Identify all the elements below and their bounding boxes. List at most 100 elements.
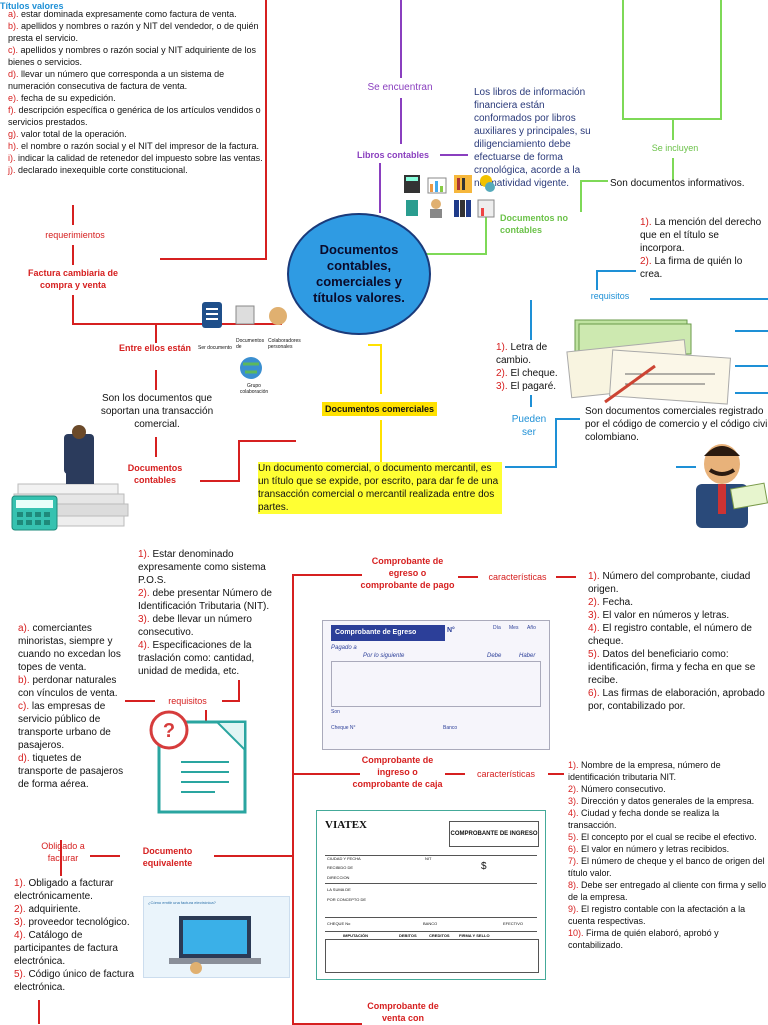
connector-line bbox=[205, 710, 207, 724]
connector-line bbox=[155, 323, 157, 343]
item-text: estar dominada expresamente como factura… bbox=[21, 9, 237, 19]
item-text: debe llevar un número consecutivo. bbox=[138, 614, 252, 638]
icon-label-a: Ser documento bbox=[198, 345, 232, 351]
connector-line bbox=[160, 258, 267, 260]
list-item: 6). El valor en número y letras recibido… bbox=[568, 843, 768, 855]
item-number: 5). bbox=[588, 649, 600, 660]
titulos-requisitos-list: 1). La mención del derecho que en el tít… bbox=[640, 216, 765, 281]
list-item: c). apellidos y nombres o razón social y… bbox=[8, 44, 263, 68]
item-number: 10). bbox=[568, 928, 584, 938]
businessman-books-illustration bbox=[11, 425, 129, 531]
item-text: tiquetes de transporte de pasajeros de f… bbox=[18, 753, 124, 790]
list-item: 1). Número del comprobante, ciudad orige… bbox=[588, 570, 766, 596]
list-item: 2). adquiriente. bbox=[14, 903, 139, 916]
ingreso-form-banco: BANCO bbox=[423, 921, 438, 926]
ingreso-form-creditos: CREDITOS bbox=[429, 933, 450, 938]
list-item: 10). Firma de quién elaboró, aprobó y co… bbox=[568, 927, 768, 951]
soportan-text: Son los documentos que soportan una tran… bbox=[100, 393, 214, 430]
connector-line bbox=[555, 418, 557, 468]
man-with-check-illustration bbox=[696, 444, 768, 528]
connector-line bbox=[238, 680, 240, 700]
item-text: adquiriente. bbox=[28, 904, 81, 915]
connector-line bbox=[445, 773, 465, 775]
egreso-form-image: Comprobante de Egreso N° Día Mes Año Pag… bbox=[322, 620, 550, 750]
item-text: Ciudad y fecha donde se realiza la trans… bbox=[568, 808, 720, 830]
pueden-ser-label: Pueden ser bbox=[511, 414, 547, 438]
connector-line bbox=[580, 180, 608, 182]
ingreso-form-ciudad: CIUDAD Y FECHA bbox=[327, 856, 361, 861]
item-number: 4). bbox=[568, 808, 579, 818]
connector-line bbox=[38, 1000, 40, 1024]
item-number: 4). bbox=[14, 930, 26, 941]
item-number: 3). bbox=[14, 917, 26, 928]
connector-line bbox=[720, 0, 722, 120]
list-item: e). fecha de su expedición. bbox=[8, 92, 263, 104]
obligado-facturar-label: Obligado a facturar bbox=[41, 841, 85, 863]
item-text: El valor en números y letras. bbox=[602, 610, 730, 621]
connector-line bbox=[556, 576, 576, 578]
item-text: Nombre de la empresa, número de identifi… bbox=[568, 760, 721, 782]
egreso-form-mes: Mes bbox=[509, 625, 519, 631]
connector-line bbox=[222, 700, 240, 702]
item-text: descripción específica o genérica de los… bbox=[8, 105, 261, 127]
list-item: 1). Obligado a facturar electrónicamente… bbox=[14, 877, 139, 903]
item-number: j). bbox=[8, 165, 16, 175]
ingreso-form-logo: VIATEX bbox=[325, 819, 367, 831]
connector-line bbox=[72, 245, 74, 265]
list-item: b). perdonar naturales con vínculos de v… bbox=[18, 674, 128, 700]
item-text: Obligado a facturar electrónicamente. bbox=[14, 878, 114, 902]
list-item: 8). Debe ser entregado al cliente con fi… bbox=[568, 879, 768, 903]
item-text: Código único de factura electrónica. bbox=[14, 969, 135, 993]
connector-line bbox=[155, 437, 157, 457]
list-item: 4). El registro contable, el número de c… bbox=[588, 622, 766, 648]
item-number: 3). bbox=[496, 381, 508, 392]
ingreso-form-title: COMPROBANTE DE INGRESO bbox=[449, 821, 539, 847]
question-document-illustration: ? bbox=[149, 710, 247, 814]
item-number: e). bbox=[8, 93, 19, 103]
item-text: El concepto por el cual se recibe el efe… bbox=[581, 832, 757, 842]
item-text: Especificaciones de la traslación como: … bbox=[138, 640, 255, 677]
list-item: h). el nombre o razón social y el NIT de… bbox=[8, 140, 263, 152]
item-number: 9). bbox=[568, 904, 579, 914]
item-text: declarado inexequible corte constitucion… bbox=[18, 165, 188, 175]
item-text: apellidos y nombres o razón y NIT del ve… bbox=[8, 21, 259, 43]
item-number: b). bbox=[8, 21, 19, 31]
se-encuentran-label: Se encuentran bbox=[367, 82, 433, 93]
egreso-form-por: Por lo siguiente bbox=[363, 653, 405, 659]
item-number: 1). bbox=[640, 217, 652, 228]
item-number: b). bbox=[18, 675, 30, 686]
connector-line bbox=[440, 154, 468, 156]
item-number: 2). bbox=[496, 368, 508, 379]
ingreso-form-debitos: DEBITOS bbox=[399, 933, 417, 938]
list-item: 2). Fecha. bbox=[588, 596, 766, 609]
titulos-description: Son documentos comerciales registrado po… bbox=[585, 406, 768, 443]
item-text: Número consecutivo. bbox=[581, 784, 666, 794]
item-text: llevar un número que corresponda a un si… bbox=[8, 69, 225, 91]
item-text: Datos del beneficiario como: identificac… bbox=[588, 649, 756, 686]
item-text: Letra de cambio. bbox=[496, 342, 548, 366]
item-text: La firma de quién lo crea. bbox=[640, 256, 743, 280]
connector-line bbox=[735, 365, 768, 367]
entre-ellos-label: Entre ellos están bbox=[118, 343, 192, 353]
list-item: 4). Ciudad y fecha donde se realiza la t… bbox=[568, 807, 768, 831]
item-number: 2). bbox=[138, 588, 150, 599]
list-item: 2). La firma de quién lo crea. bbox=[640, 255, 765, 281]
item-text: el nombre o razón social y el NIT del im… bbox=[21, 141, 259, 151]
item-number: 4). bbox=[588, 623, 600, 634]
item-number: 2). bbox=[640, 256, 652, 267]
connector-line bbox=[530, 300, 532, 340]
icon-label-b: Documentos de bbox=[236, 338, 265, 350]
list-item: 6). Las firmas de elaboración, aprobado … bbox=[588, 687, 766, 713]
requisitos-tv-label: requisitos bbox=[590, 291, 630, 301]
item-text: Fecha. bbox=[602, 597, 634, 608]
connector-line bbox=[400, 98, 402, 144]
connector-line bbox=[238, 440, 296, 442]
item-text: El pagaré. bbox=[510, 381, 557, 392]
connector-line bbox=[676, 466, 696, 468]
connector-line bbox=[505, 466, 557, 468]
item-number: 8). bbox=[568, 880, 579, 890]
laptop-icon bbox=[169, 916, 261, 974]
item-text: debe presentar Número de Identificación … bbox=[138, 588, 272, 612]
factura-requirements-list: a). estar dominada expresamente como fac… bbox=[8, 8, 263, 176]
connector-line bbox=[672, 158, 674, 180]
